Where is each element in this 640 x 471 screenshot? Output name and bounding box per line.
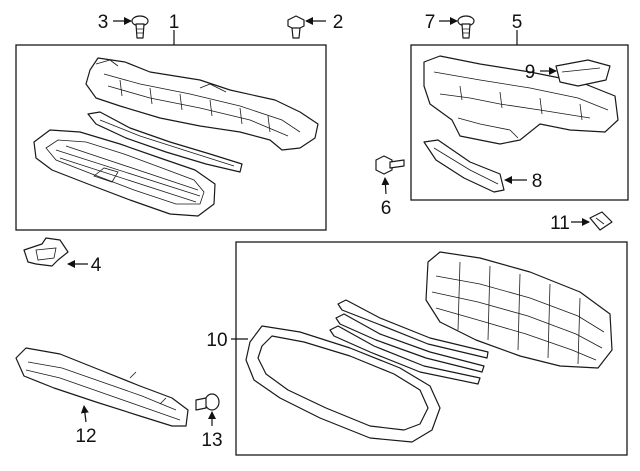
chrome-molding-upper [337,299,489,359]
grille-surround-ring [245,325,441,443]
bolt-6 [375,155,405,175]
callout-2: 2 [333,12,344,33]
deflector-8 [423,139,505,193]
callout-9: 9 [525,62,536,83]
lower-grille-frame [33,129,216,217]
bracket-9 [555,59,611,87]
lower-grille-12 [15,347,189,427]
callout-5: 5 [512,12,523,33]
callout-1: 1 [169,12,180,33]
grille-molding-strip [87,111,243,173]
callout-3: 3 [98,12,109,33]
emblem-4 [23,237,69,267]
callout-11: 11 [550,213,570,234]
retainer-7 [457,15,475,39]
upper-grille-support [85,57,319,151]
chrome-molding-middle [335,313,485,373]
callout-6: 6 [381,198,392,219]
callout-4: 4 [91,255,102,276]
leader-6 [381,177,390,195]
callout-8: 8 [532,171,543,192]
callout-13: 13 [201,430,222,451]
callout-10: 10 [206,330,227,351]
leader-12 [80,405,89,423]
chrome-molding-lower [329,325,481,385]
clip-11 [589,211,613,231]
callout-12: 12 [75,426,96,447]
retainer-3 [131,15,149,39]
bolt-2 [287,15,305,39]
air-deflector-panel [423,55,619,145]
callout-7: 7 [425,12,436,33]
main-grille-mesh [425,251,613,369]
bolt-13 [195,393,220,411]
